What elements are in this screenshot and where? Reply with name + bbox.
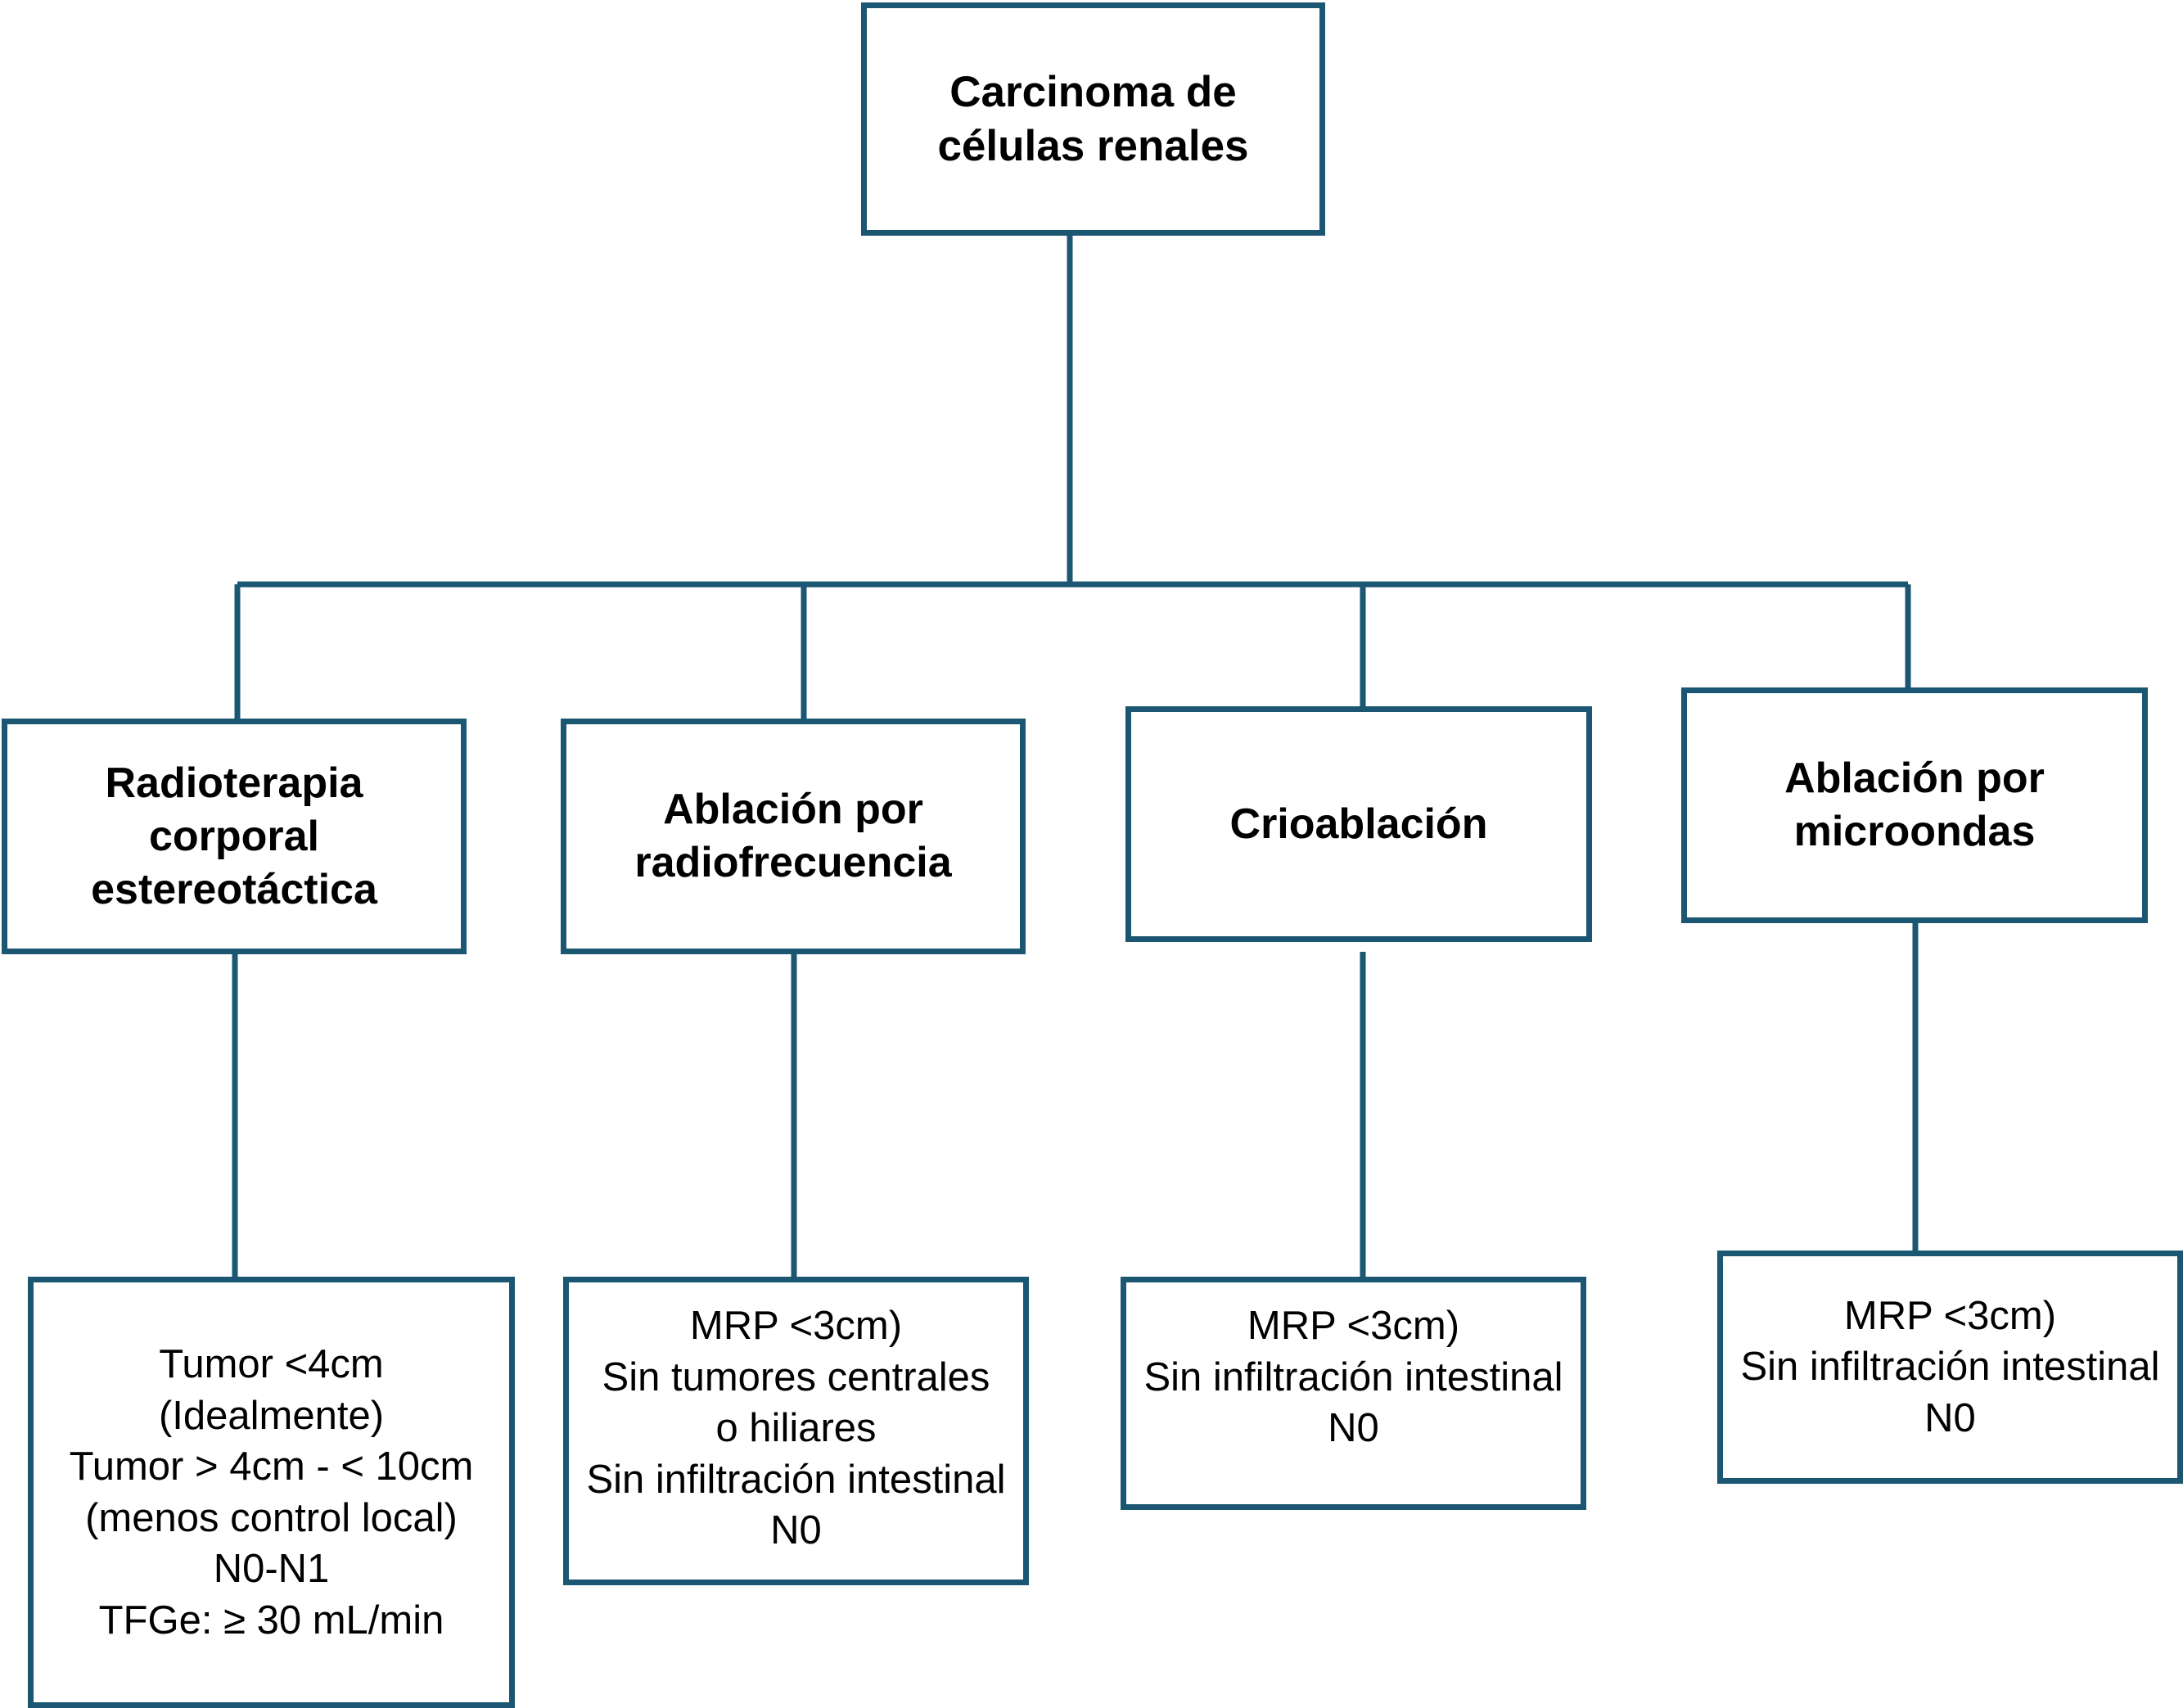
root-node-label: Carcinoma de células renales	[937, 67, 1249, 170]
method-box-crioablacion: Crioablación	[1125, 706, 1592, 942]
method-box-microondas: Ablación por microondas	[1681, 687, 2148, 923]
criteria-text-microondas: MRP <3cm) Sin infiltración intestinal N0	[1740, 1293, 2160, 1440]
root-node-box: Carcinoma de células renales	[861, 2, 1325, 236]
method-label-radiofrecuencia: Ablación por radiofrecuencia	[634, 786, 952, 886]
method-box-radioterapia: Radioterapia corporal estereotáctica	[2, 719, 467, 954]
method-label-crioablacion: Crioablación	[1229, 800, 1488, 848]
criteria-box-radiofrecuencia: MRP <3cm) Sin tumores centrales o hiliar…	[563, 1277, 1029, 1585]
criteria-box-radioterapia: Tumor <4cm (Idealmente) Tumor > 4cm - < …	[28, 1277, 515, 1708]
criteria-text-radioterapia: Tumor <4cm (Idealmente) Tumor > 4cm - < …	[69, 1342, 474, 1643]
criteria-box-microondas: MRP <3cm) Sin infiltración intestinal N0	[1717, 1251, 2183, 1484]
method-box-radiofrecuencia: Ablación por radiofrecuencia	[561, 719, 1026, 954]
method-label-radioterapia: Radioterapia corporal estereotáctica	[91, 759, 377, 913]
method-label-microondas: Ablación por microondas	[1784, 755, 2045, 855]
criteria-text-radiofrecuencia: MRP <3cm) Sin tumores centrales o hiliar…	[586, 1304, 1006, 1553]
criteria-text-crioablacion: MRP <3cm) Sin infiltración intestinal N0	[1143, 1304, 1563, 1450]
criteria-box-crioablacion: MRP <3cm) Sin infiltración intestinal N0	[1121, 1277, 1586, 1510]
